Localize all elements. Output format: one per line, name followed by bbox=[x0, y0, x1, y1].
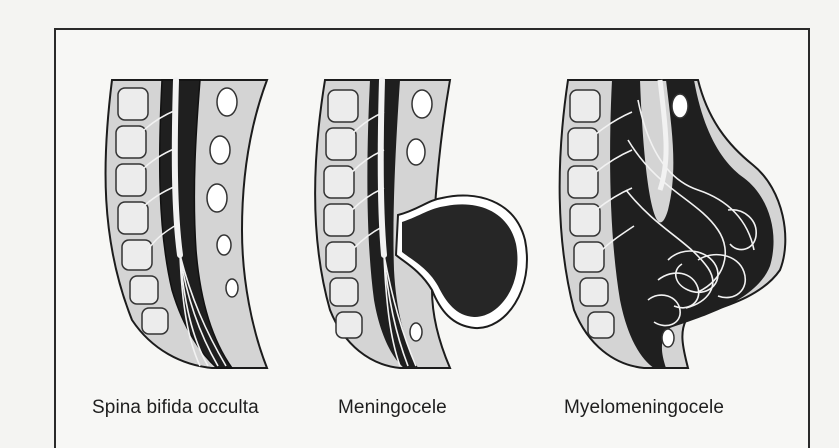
caption-myelomeningocele: Myelomeningocele bbox=[564, 397, 724, 419]
caption-spina-bifida-occulta: Spina bifida occulta bbox=[92, 397, 259, 419]
caption-meningocele: Meningocele bbox=[338, 397, 447, 419]
spina-bifida-occulta-illustration bbox=[92, 40, 292, 370]
meningocele-illustration bbox=[300, 40, 545, 370]
myelomeningocele-illustration bbox=[548, 40, 798, 370]
